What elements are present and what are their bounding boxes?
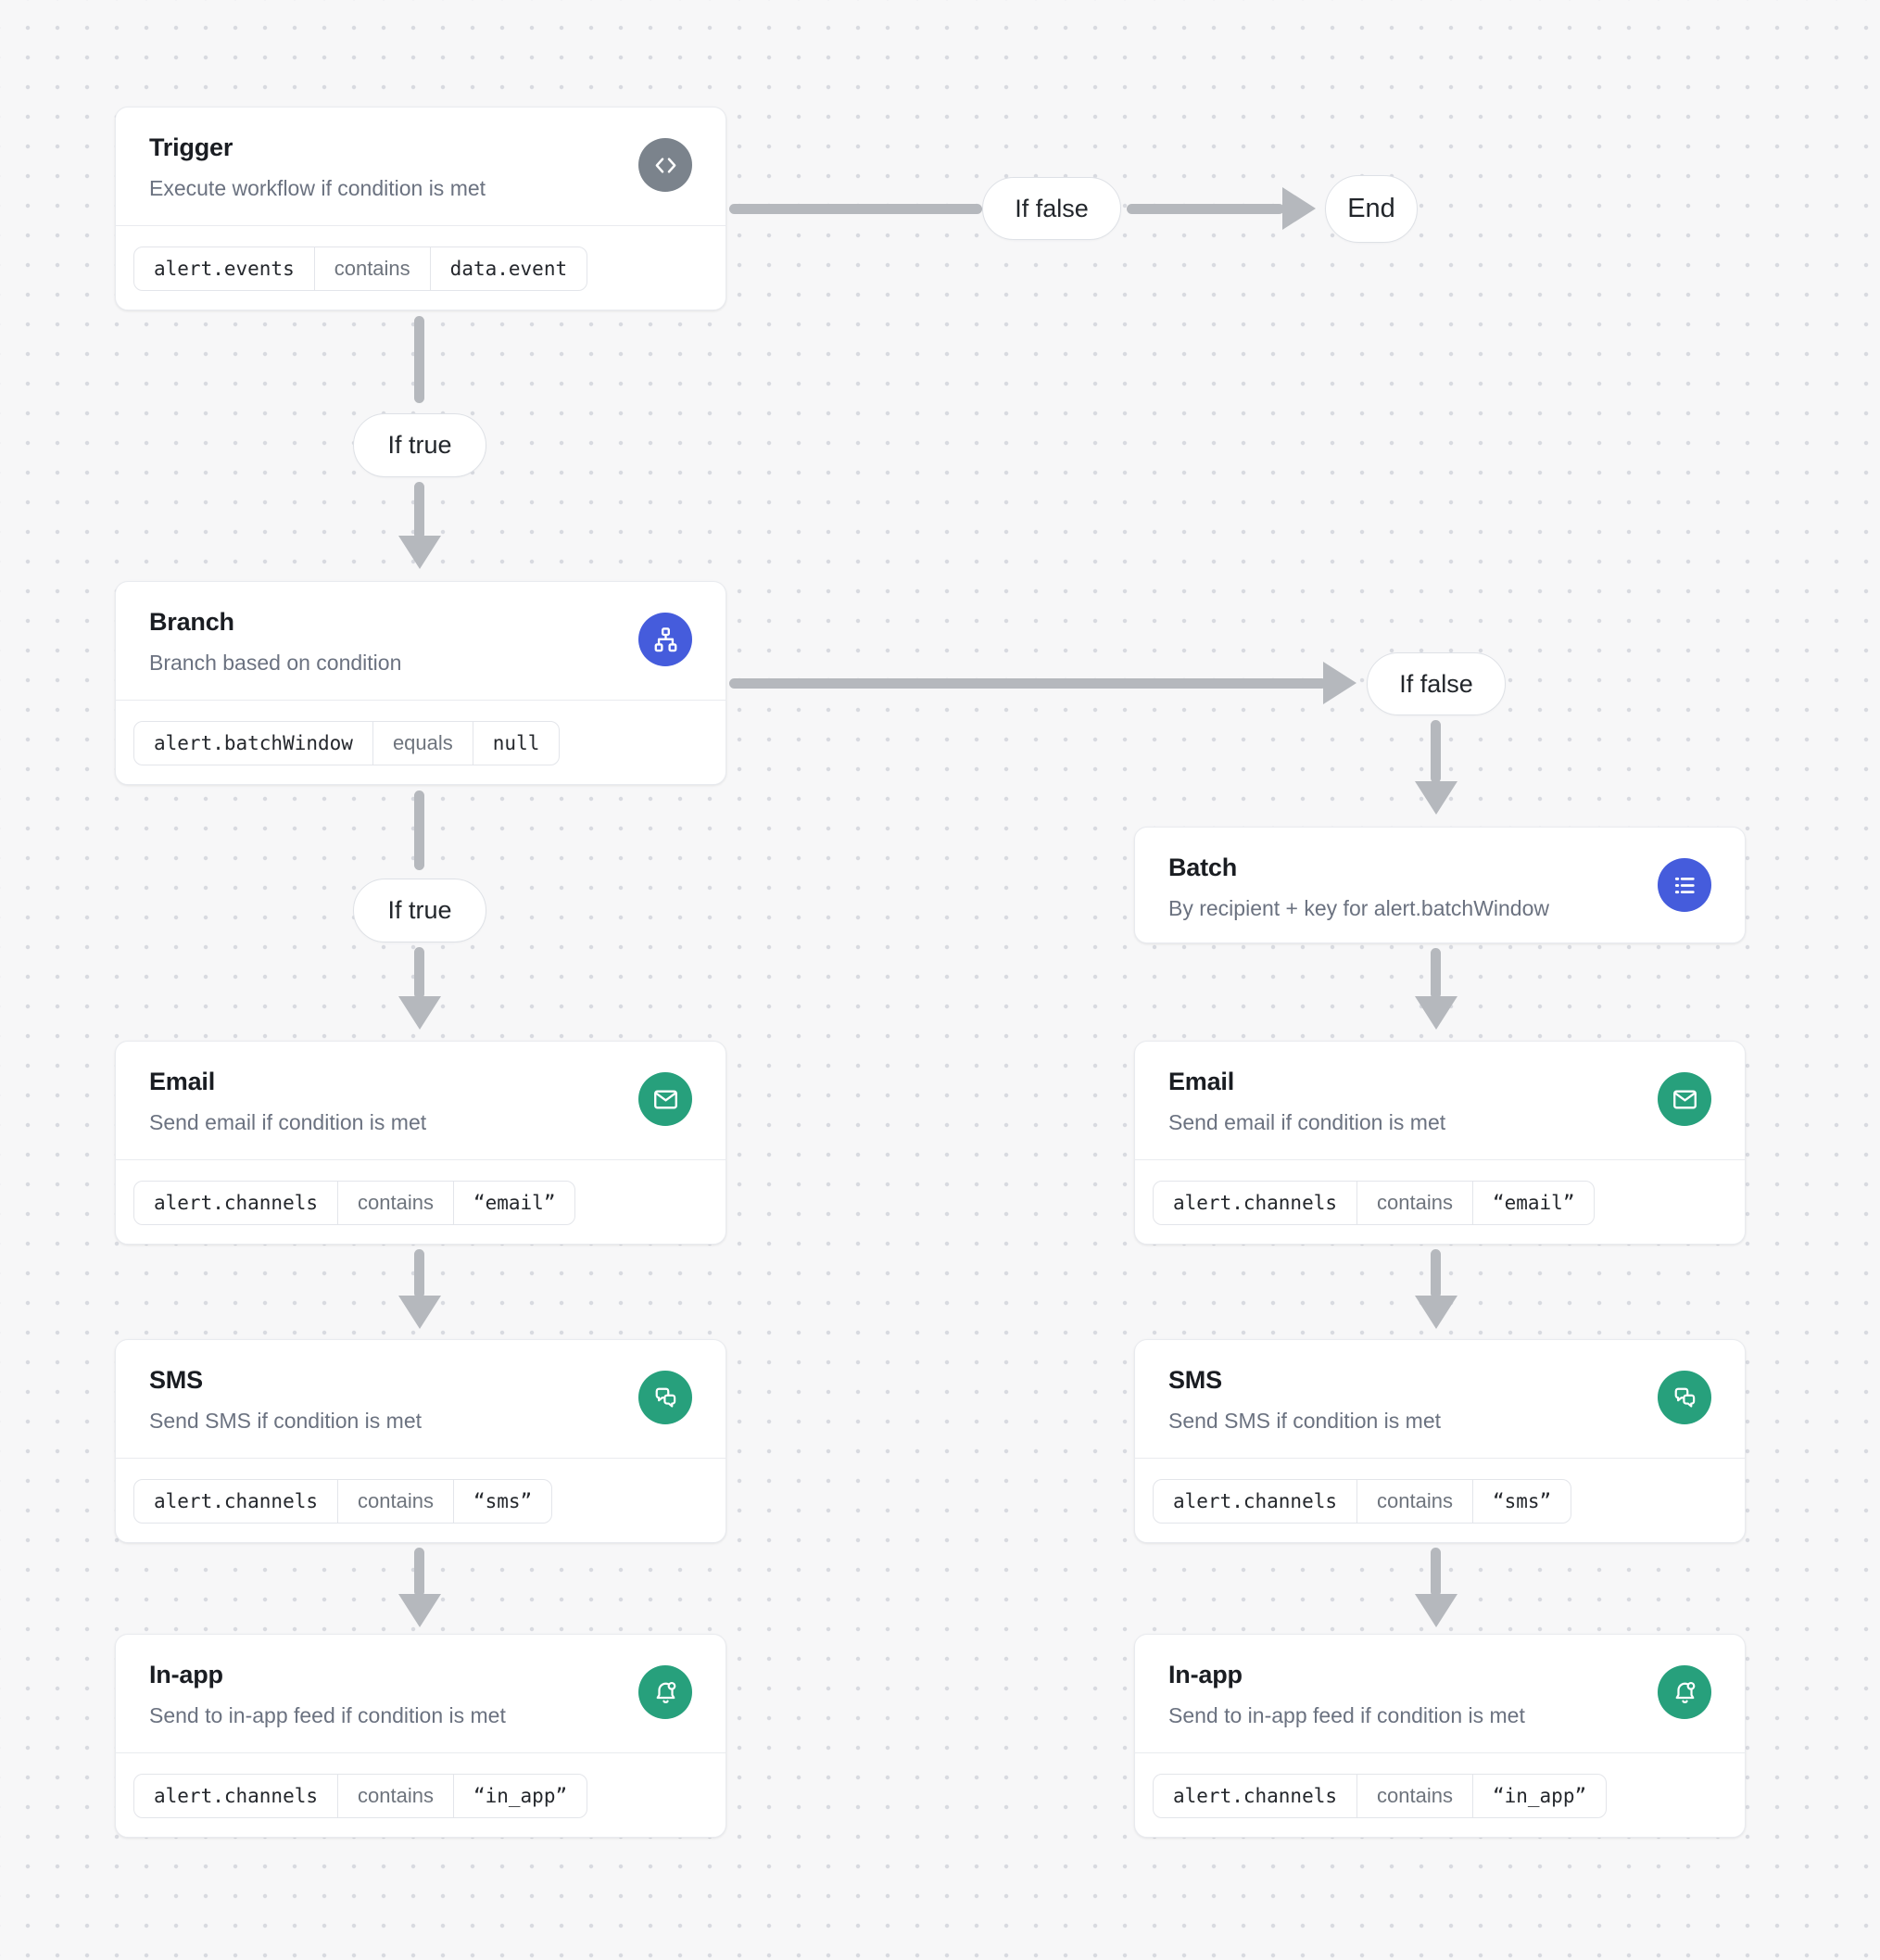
edge-sms-inapp-right <box>1431 1548 1441 1597</box>
node-email-left[interactable]: Email Send email if condition is met ale… <box>115 1041 726 1245</box>
edge-label-if-true-2: If true <box>353 879 486 942</box>
edge-trigger-iffalse <box>729 204 982 214</box>
node-title: In-app <box>149 1661 223 1688</box>
arrowhead-to-inapp-left <box>398 1594 441 1627</box>
end-node: End <box>1325 175 1418 243</box>
node-subtitle: Execute workflow if condition is met <box>149 176 486 200</box>
node-title: SMS <box>1168 1366 1222 1394</box>
condition-operator: contains <box>1356 1774 1473 1817</box>
node-subtitle: Send SMS if condition is met <box>149 1409 423 1433</box>
bell-badge-icon <box>1658 1665 1711 1719</box>
condition-chip: alert.channels contains “in_app” <box>133 1773 588 1818</box>
node-subtitle: Send to in-app feed if condition is met <box>1168 1703 1525 1727</box>
bell-badge-icon <box>638 1665 692 1719</box>
edge-trigger-iftrue <box>414 316 424 403</box>
arrowhead-to-branch <box>398 536 441 569</box>
node-title: Trigger <box>149 133 233 161</box>
condition-operator: contains <box>337 1181 454 1224</box>
condition-value: “sms” <box>473 1489 533 1512</box>
condition-operator: equals <box>372 721 473 765</box>
edge-batch-email-right <box>1431 948 1441 999</box>
node-subtitle: Send email if condition is met <box>149 1110 427 1134</box>
chat-bubbles-icon <box>638 1371 692 1424</box>
node-subtitle: Branch based on condition <box>149 651 402 675</box>
condition-value: null <box>492 731 540 754</box>
edge-label-if-true-1: If true <box>353 413 486 477</box>
node-email-right[interactable]: Email Send email if condition is met ale… <box>1134 1041 1746 1245</box>
node-batch[interactable]: Batch By recipient + key for alert.batch… <box>1134 827 1746 943</box>
node-title: Branch <box>149 608 234 636</box>
condition-value: “email” <box>1492 1191 1575 1214</box>
edge-sms-inapp-left <box>414 1548 424 1597</box>
condition-value: data.event <box>449 257 568 280</box>
condition-chip: alert.channels contains “in_app” <box>1153 1773 1608 1818</box>
node-inapp-right[interactable]: In-app Send to in-app feed if condition … <box>1134 1634 1746 1838</box>
chat-bubbles-icon <box>1658 1371 1711 1424</box>
condition-field: alert.events <box>154 257 295 280</box>
code-icon <box>638 138 692 192</box>
condition-chip: alert.channels contains “email” <box>1153 1180 1596 1225</box>
condition-value: “in_app” <box>473 1784 568 1807</box>
condition-field: alert.channels <box>154 1489 319 1512</box>
node-inapp-left[interactable]: In-app Send to in-app feed if condition … <box>115 1634 726 1838</box>
node-title: Email <box>1168 1068 1235 1095</box>
condition-value: “sms” <box>1492 1489 1552 1512</box>
sitemap-icon <box>638 613 692 666</box>
arrowhead-to-email-left <box>398 996 441 1030</box>
node-sms-right[interactable]: SMS Send SMS if condition is met alert.c… <box>1134 1339 1746 1543</box>
node-title: In-app <box>1168 1661 1243 1688</box>
node-title: Email <box>149 1068 216 1095</box>
condition-value: “in_app” <box>1492 1784 1587 1807</box>
edge-iffalse-end <box>1127 204 1284 214</box>
mail-icon <box>638 1072 692 1126</box>
condition-operator: contains <box>337 1774 454 1817</box>
condition-field: alert.channels <box>154 1191 319 1214</box>
list-icon <box>1658 858 1711 912</box>
arrowhead-to-end <box>1282 187 1316 230</box>
condition-value: “email” <box>473 1191 556 1214</box>
arrowhead-to-email-right <box>1415 996 1457 1030</box>
condition-chip: alert.batchWindow equals null <box>133 720 561 765</box>
condition-field: alert.channels <box>1173 1191 1338 1214</box>
edge-branch-iftrue <box>414 790 424 870</box>
edge-iffalse-batch <box>1431 720 1441 783</box>
mail-icon <box>1658 1072 1711 1126</box>
edge-label-if-false-branch: If false <box>1367 652 1506 715</box>
node-subtitle: Send email if condition is met <box>1168 1110 1446 1134</box>
condition-chip: alert.channels contains “sms” <box>1153 1478 1572 1524</box>
arrowhead-to-inapp-right <box>1415 1594 1457 1627</box>
node-title: SMS <box>149 1366 203 1394</box>
edge-iftrue-email <box>414 947 424 999</box>
condition-chip: alert.events contains data.event <box>133 246 588 291</box>
node-subtitle: Send SMS if condition is met <box>1168 1409 1442 1433</box>
node-subtitle: By recipient + key for alert.batchWindow <box>1168 896 1549 920</box>
edge-branch-iffalse <box>729 678 1327 689</box>
condition-operator: contains <box>337 1479 454 1523</box>
arrowhead-to-sms-left <box>398 1296 441 1329</box>
arrowhead-to-batch <box>1415 781 1457 815</box>
condition-operator: contains <box>1356 1181 1473 1224</box>
node-sms-left[interactable]: SMS Send SMS if condition is met alert.c… <box>115 1339 726 1543</box>
arrowhead-to-iffalse <box>1323 662 1356 704</box>
condition-operator: contains <box>313 247 431 290</box>
arrowhead-to-sms-right <box>1415 1296 1457 1329</box>
condition-operator: contains <box>1356 1479 1473 1523</box>
condition-chip: alert.channels contains “email” <box>133 1180 576 1225</box>
condition-chip: alert.channels contains “sms” <box>133 1478 553 1524</box>
condition-field: alert.channels <box>1173 1489 1338 1512</box>
condition-field: alert.channels <box>1173 1784 1338 1807</box>
node-title: Batch <box>1168 854 1238 881</box>
edge-iftrue-branch <box>414 482 424 539</box>
node-trigger[interactable]: Trigger Execute workflow if condition is… <box>115 107 726 310</box>
node-subtitle: Send to in-app feed if condition is met <box>149 1703 506 1727</box>
condition-field: alert.channels <box>154 1784 319 1807</box>
edge-email-sms-right <box>1431 1249 1441 1298</box>
condition-field: alert.batchWindow <box>154 731 353 754</box>
edge-email-sms-left <box>414 1249 424 1298</box>
edge-label-if-false-top: If false <box>982 177 1121 240</box>
node-branch[interactable]: Branch Branch based on condition alert.b… <box>115 581 726 785</box>
